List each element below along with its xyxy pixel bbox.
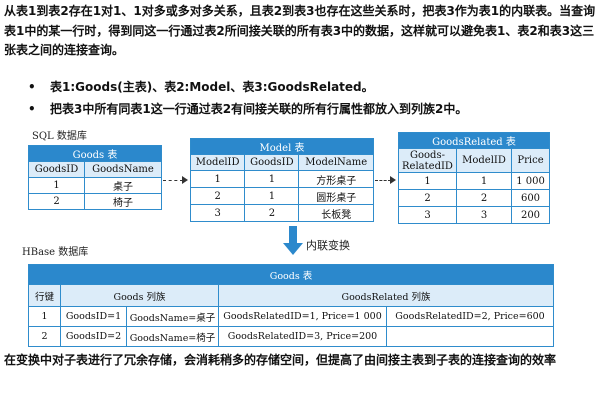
transform-arrow-icon [283, 226, 303, 256]
goods-related-table: GoodsRelated 表 Goods-RelatedID ModelID P… [398, 132, 550, 224]
goods-family-header: Goods 列族 [60, 284, 219, 307]
conclusion-paragraph: 在变换中对子表进行了冗余存储，会消耗稍多的存储空间，但提高了由间接主表到子表的连… [4, 353, 557, 367]
table-row: 1 1 1 000 [398, 172, 550, 190]
table-row: 2 2 600 [398, 189, 550, 207]
table-cell: 1 000 [511, 172, 550, 190]
table-cell: GoodsID=2 [60, 326, 127, 347]
related-header-price: Price [511, 148, 550, 173]
table-cell: 600 [511, 189, 550, 207]
table-row: 2 GoodsID=2 GoodsName=椅子 GoodsRelatedID=… [28, 326, 554, 347]
row-key-cell: 2 [28, 326, 61, 347]
table-cell: 2 [398, 189, 457, 207]
relation-arrow-head-icon [182, 176, 188, 184]
table-cell: 椅子 [84, 193, 162, 210]
hbase-table-title: Goods 表 [28, 264, 554, 285]
table-cell: GoodsRelatedID=2, Price=600 [386, 306, 554, 327]
table-cell: 1 [244, 187, 300, 205]
table-cell: 1 [455, 172, 513, 190]
table-cell: GoodsName=桌子 [126, 306, 219, 327]
table-cell: 1 [189, 170, 246, 188]
table-cell: GoodsName=椅子 [126, 326, 219, 347]
sql-db-caption: SQL 数据库 [32, 131, 87, 142]
table-cell: 3 [189, 204, 246, 222]
goods-related-table-title: GoodsRelated 表 [398, 132, 550, 149]
table-cell: 桌子 [84, 177, 162, 194]
model-header-modelid: ModelID [189, 154, 246, 171]
table-row: 1 GoodsID=1 GoodsName=桌子 GoodsRelatedID=… [28, 306, 554, 327]
relation-arrow-head-icon [390, 176, 396, 184]
table-row: 2 椅子 [27, 193, 162, 210]
relation-arrow-line [163, 180, 183, 181]
related-header-modelid: ModelID [455, 148, 513, 173]
goods-header-goodsid: GoodsID [27, 161, 86, 178]
table-cell: 方形桌子 [298, 170, 374, 188]
table-cell [386, 326, 554, 347]
table-cell: 1 [244, 170, 300, 188]
table-cell: 2 [27, 193, 86, 210]
goods-table-title: Goods 表 [28, 145, 162, 162]
table-cell: 1 [27, 177, 86, 194]
model-header-goodsid: GoodsID [244, 154, 300, 171]
bullet-list: 表1:Goods(主表)、表2:Model、表3:GoodsRelated。 把… [28, 76, 467, 120]
bullet-item: 表1:Goods(主表)、表2:Model、表3:GoodsRelated。 [28, 76, 467, 98]
transform-label: 内联变换 [306, 239, 350, 252]
row-key-cell: 1 [28, 306, 61, 327]
hbase-db-caption: HBase 数据库 [22, 247, 89, 258]
table-cell: 3 [398, 206, 457, 224]
table-cell: 1 [398, 172, 457, 190]
table-row: 3 3 200 [398, 206, 550, 224]
table-cell: 圆形桌子 [298, 187, 374, 205]
table-row: 3 2 长板凳 [189, 204, 374, 222]
hbase-goods-table: Goods 表 行键 Goods 列族 GoodsRelated 列族 1 Go… [28, 264, 554, 347]
table-cell: 200 [511, 206, 550, 224]
row-key-header: 行键 [28, 284, 61, 307]
relation-arrow-line [375, 180, 391, 181]
goods-header-goodsname: GoodsName [84, 161, 162, 178]
bullet-item: 把表3中所有同表1这一行通过表2有间接关联的所有行属性都放入到列族2中。 [28, 98, 467, 120]
model-header-modelname: ModelName [298, 154, 374, 171]
goods-related-family-header: GoodsRelated 列族 [218, 284, 554, 307]
table-cell: 2 [244, 204, 300, 222]
table-cell: 2 [455, 189, 513, 207]
table-cell: 长板凳 [298, 204, 374, 222]
goods-table: Goods 表 GoodsID GoodsName 1 桌子 2 椅子 [27, 145, 162, 210]
intro-paragraph: 从表1到表2存在1对1、1对多或多对多关系，且表2到表3也存在这些关系时，把表3… [4, 4, 596, 57]
table-cell: GoodsRelatedID=1, Price=1 000 [218, 306, 387, 327]
table-cell: 3 [455, 206, 513, 224]
table-cell: GoodsRelatedID=3, Price=200 [218, 326, 387, 347]
model-table-title: Model 表 [190, 138, 374, 155]
table-row: 2 1 圆形桌子 [189, 187, 374, 205]
table-cell: GoodsID=1 [60, 306, 127, 327]
model-table: Model 表 ModelID GoodsID ModelName 1 1 方形… [189, 138, 374, 222]
table-row: 1 桌子 [27, 177, 162, 194]
table-cell: 2 [189, 187, 246, 205]
related-header-id: Goods-RelatedID [398, 148, 457, 173]
table-row: 1 1 方形桌子 [189, 170, 374, 188]
